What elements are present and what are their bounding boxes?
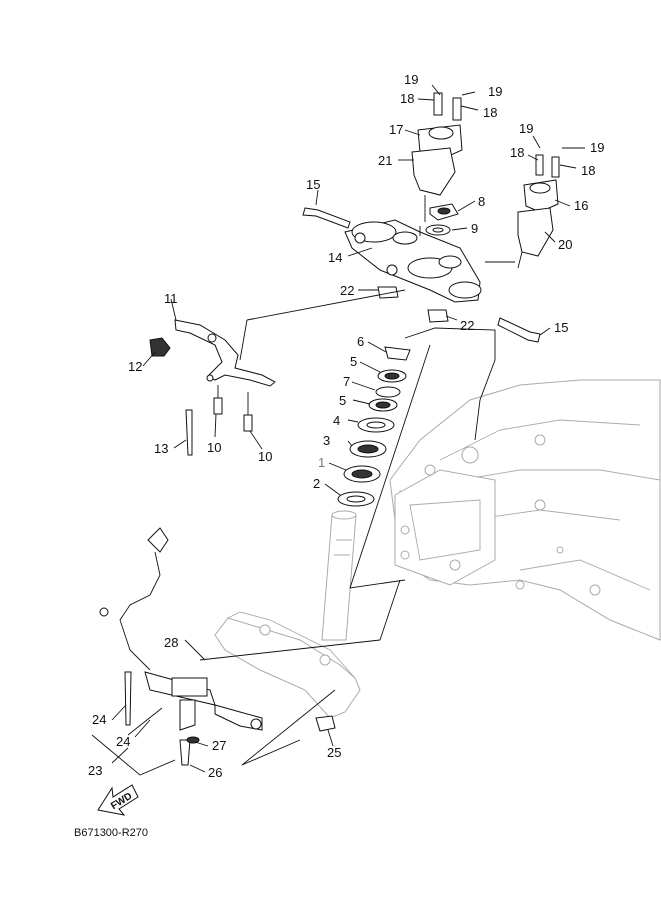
lower-bracket-ghost: [214, 510, 361, 719]
callout-9: 9: [471, 221, 478, 236]
callout-28: 28: [164, 635, 178, 650]
callout-23: 23: [88, 763, 102, 778]
callout-3: 3: [323, 433, 330, 448]
frame-ghost: [389, 379, 661, 641]
callout-18: 18: [510, 145, 524, 160]
callout-18: 18: [483, 105, 497, 120]
callout-19: 19: [404, 72, 418, 87]
callout-14: 14: [328, 250, 342, 265]
callout-19: 19: [519, 121, 533, 136]
bolts-10: [213, 385, 253, 432]
callout-24: 24: [92, 712, 106, 727]
callout-11: 11: [164, 291, 178, 306]
bolt-15-left: [302, 207, 351, 229]
grommet-12: [149, 337, 171, 357]
callout-5: 5: [339, 393, 346, 408]
callout-4: 4: [333, 413, 340, 428]
callout-19: 19: [590, 140, 604, 155]
callout-26: 26: [208, 765, 222, 780]
callout-10: 10: [207, 440, 221, 455]
damper-assembly-23: [99, 527, 263, 766]
callout-5: 5: [350, 354, 357, 369]
callout-25: 25: [327, 745, 341, 760]
callout-17: 17: [389, 122, 403, 137]
handlebar-holder-20: [517, 207, 554, 269]
callout-16: 16: [574, 198, 588, 213]
nut-25: [315, 715, 336, 732]
upper-bracket-14: [344, 219, 482, 303]
diagram-reference-code: B671300-R270: [74, 827, 148, 839]
callout-2: 2: [313, 476, 320, 491]
fwd-arrow-icon: FWD: [97, 784, 139, 816]
callout-19: 19: [488, 84, 502, 99]
callout-12: 12: [128, 359, 142, 374]
bearing-stack: [337, 346, 411, 507]
callout-10: 10: [258, 449, 272, 464]
callout-20: 20: [558, 237, 572, 252]
callout-27: 27: [212, 738, 226, 753]
callout-6: 6: [357, 334, 364, 349]
callout-18: 18: [581, 163, 595, 178]
nut-22-left: [377, 286, 399, 299]
nut-22-right: [427, 309, 449, 323]
callout-13: 13: [154, 441, 168, 456]
bolt-15-right: [497, 317, 541, 343]
callout-8: 8: [478, 194, 485, 209]
handlebar-holder-lower-21: [411, 147, 456, 222]
callout-21: 21: [378, 153, 392, 168]
callout-15: 15: [306, 177, 320, 192]
washer-9: [425, 224, 451, 236]
handlebar-holder-16: [523, 154, 560, 213]
callout-1: 1: [318, 455, 325, 470]
callout-labels: 19 19 18 18 17 21 19 19 18 18 16 15 8 9 …: [88, 72, 604, 780]
guide-lines: [91, 226, 515, 776]
callout-18: 18: [400, 91, 414, 106]
tie-13: [185, 409, 193, 456]
leader-lines: [111, 84, 585, 773]
callout-22: 22: [460, 318, 474, 333]
callout-15: 15: [554, 320, 568, 335]
bracket-11: [174, 319, 276, 387]
callout-24: 24: [116, 734, 130, 749]
callout-22: 22: [340, 283, 354, 298]
callout-7: 7: [343, 374, 350, 389]
nut-8: [429, 203, 459, 221]
